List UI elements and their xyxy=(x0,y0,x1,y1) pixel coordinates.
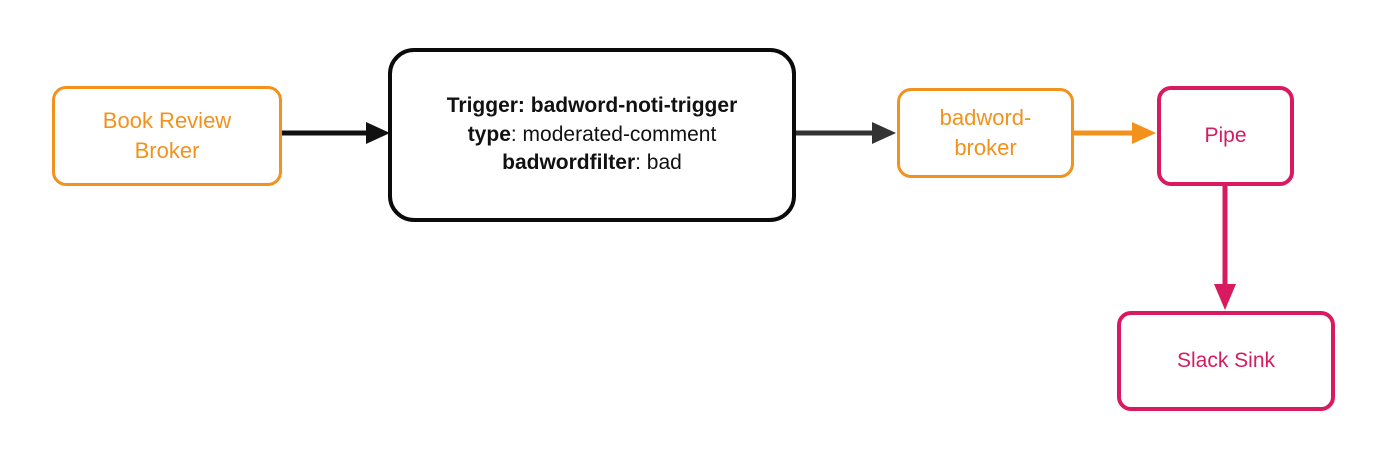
node-slack-sink-label: Slack Sink xyxy=(1176,348,1276,372)
trigger-line-trigger-value: badword-noti-trigger xyxy=(530,94,738,118)
edge-pipe-to-slack-sink xyxy=(1214,186,1236,310)
trigger-line-type-value: : moderated-comment xyxy=(510,122,717,146)
trigger-line-type-key: type xyxy=(467,122,511,146)
node-pipe[interactable]: Pipe xyxy=(1157,86,1294,186)
trigger-line-type: type: moderated-comment xyxy=(468,121,717,149)
node-badword-broker-label-line1: badword- xyxy=(939,105,1032,131)
node-pipe-label: Pipe xyxy=(1204,123,1247,147)
trigger-line-badwordfilter-value: : bad xyxy=(635,151,682,175)
trigger-line-badwordfilter: badwordfilter: bad xyxy=(502,149,682,177)
node-badword-noti-trigger[interactable]: Trigger: badword-noti-trigger type: mode… xyxy=(388,48,796,222)
node-book-review-broker-label-line2: Broker xyxy=(134,138,200,163)
trigger-line-trigger-key: Trigger: xyxy=(446,94,525,118)
node-book-review-broker[interactable]: Book Review Broker xyxy=(52,86,282,186)
trigger-line-trigger: Trigger: badword-noti-trigger xyxy=(447,92,738,120)
trigger-line-badwordfilter-key: badwordfilter xyxy=(502,151,636,175)
node-book-review-broker-label: Book Review Broker xyxy=(103,106,231,165)
node-book-review-broker-label-line1: Book Review xyxy=(102,108,232,134)
edge-trigger-to-badword-broker xyxy=(796,122,896,144)
node-badword-broker[interactable]: badword- broker xyxy=(897,88,1074,178)
edge-badword-broker-to-pipe xyxy=(1074,122,1156,144)
node-badword-broker-label-line2: broker xyxy=(954,135,1017,160)
node-slack-sink[interactable]: Slack Sink xyxy=(1117,311,1335,411)
edge-book-review-broker-to-trigger xyxy=(282,122,390,144)
node-badword-broker-label: badword- broker xyxy=(940,103,1032,162)
